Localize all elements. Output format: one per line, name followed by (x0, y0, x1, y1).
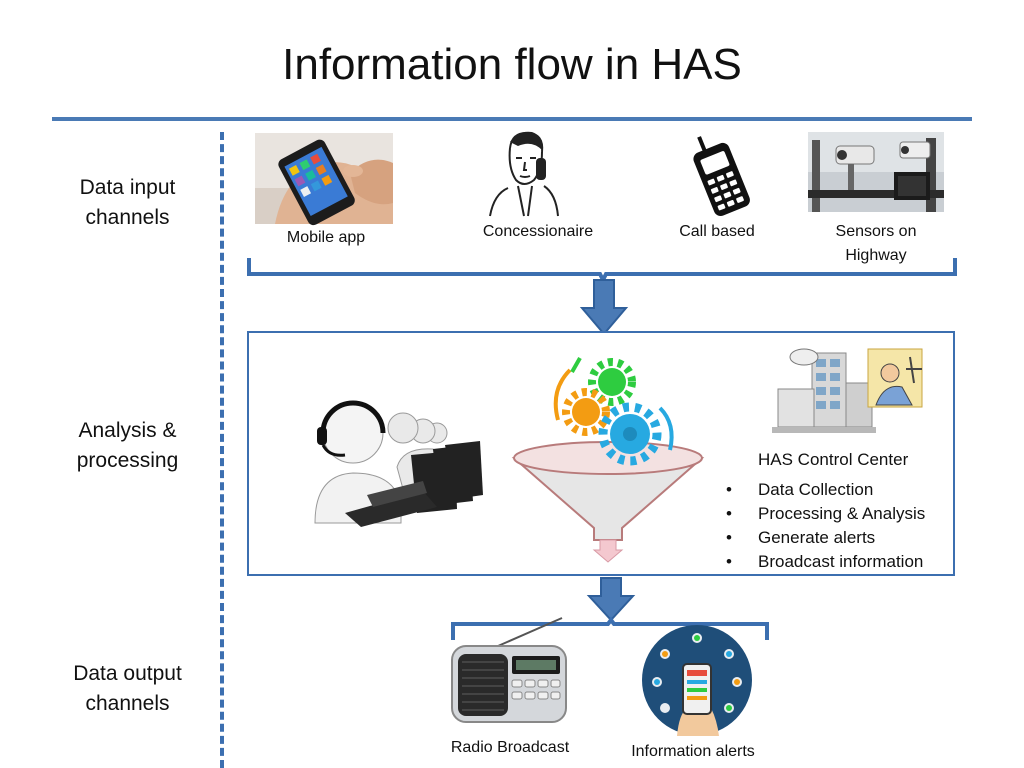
sensors-label: Sensors on Highway (835, 223, 917, 264)
radio-broadcast-label: Radio Broadcast (450, 739, 570, 756)
section-label-output: Data output channels (73, 662, 182, 715)
cell-phone-icon (693, 136, 750, 217)
list-item: Broadcast information (722, 550, 925, 574)
section-divider (220, 132, 224, 768)
list-item: Generate alerts (722, 526, 925, 550)
slide-title: Information flow in HAS (282, 40, 742, 89)
control-center-functions: Data Collection Processing & Analysis Ge… (722, 478, 925, 574)
information-alerts-icon (642, 625, 752, 736)
mobile-app-label: Mobile app (286, 229, 366, 246)
gear-blue-icon (598, 402, 662, 466)
call-center-operators-image (314, 400, 483, 527)
down-arrow-output (586, 577, 636, 622)
gear-green-icon (588, 358, 636, 406)
mobile-app-image (255, 133, 393, 226)
list-item: Processing & Analysis (722, 502, 925, 526)
processing-funnel-icon (511, 357, 705, 563)
concessionaire-icon (489, 131, 559, 217)
control-center-image (772, 348, 923, 433)
title-divider (52, 117, 972, 121)
control-center-label: HAS Control Center (758, 450, 909, 469)
highway-sensors-image (808, 132, 944, 212)
list-item: Data Collection (722, 478, 925, 502)
section-label-input: Data input channels (79, 176, 176, 229)
radio-icon (451, 617, 567, 723)
down-arrow-input (579, 279, 629, 336)
concessionaire-label: Concessionaire (482, 223, 594, 240)
call-based-label: Call based (679, 223, 755, 240)
section-label-processing: Analysis & processing (76, 419, 179, 472)
gear-orange-icon (562, 388, 610, 436)
information-alerts-label: Information alerts (631, 743, 755, 760)
